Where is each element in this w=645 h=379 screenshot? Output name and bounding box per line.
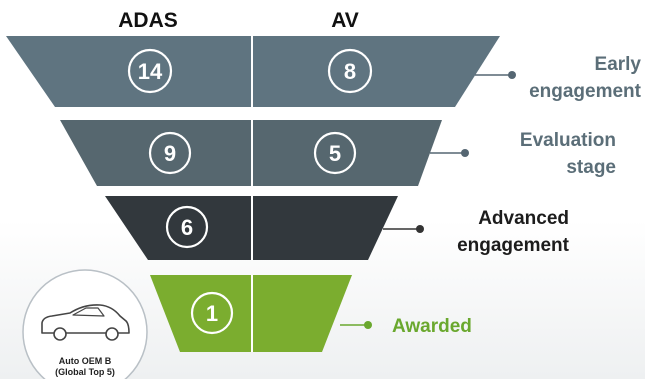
av-count-badge: 5 [313,131,357,175]
stage-label-line2: stage [566,157,616,178]
stage-label-line1: Advanced [478,208,569,229]
column-header-adas: ADAS [118,9,178,32]
stage-label-line1: Evaluation [520,130,616,151]
adas-count-badge: 14 [127,48,173,94]
av-count: 8 [344,59,356,84]
adas-count-badge: 9 [148,131,192,175]
av-count-badge: 8 [327,48,373,94]
av-count: 5 [329,141,341,166]
connector-dot [416,225,424,233]
adas-count-badge: 6 [165,205,209,249]
stage-label-line1: Early [595,54,642,75]
stage-label-line2: engagement [529,81,642,102]
car-icon [41,304,130,341]
oem-badge: Auto OEM B (Global Top 5) [22,269,148,379]
funnel-tier-awarded: 1 Awarded [150,275,472,352]
stage-label-line2: engagement [457,235,570,256]
connector-dot [461,149,469,157]
adas-count: 1 [206,301,218,326]
connector-dot [364,321,372,329]
funnel-tier-evaluation-stage: 9 5 Evaluation stage [60,120,616,186]
oem-name: Auto OEM B [59,356,112,366]
funnel-tier-advanced-engagement: 6 Advanced engagement [105,196,570,260]
oem-badge-circle [22,269,148,379]
connector-dot [508,71,516,79]
adas-count-badge: 1 [190,291,234,335]
column-header-av: AV [331,9,359,32]
funnel-tier-early-engagement: 14 8 Early engagement [6,36,642,107]
oem-rank: (Global Top 5) [55,367,115,377]
adas-count: 9 [164,141,176,166]
adas-count: 6 [181,215,193,240]
stage-label-line1: Awarded [392,316,472,337]
adas-count: 14 [138,59,163,84]
